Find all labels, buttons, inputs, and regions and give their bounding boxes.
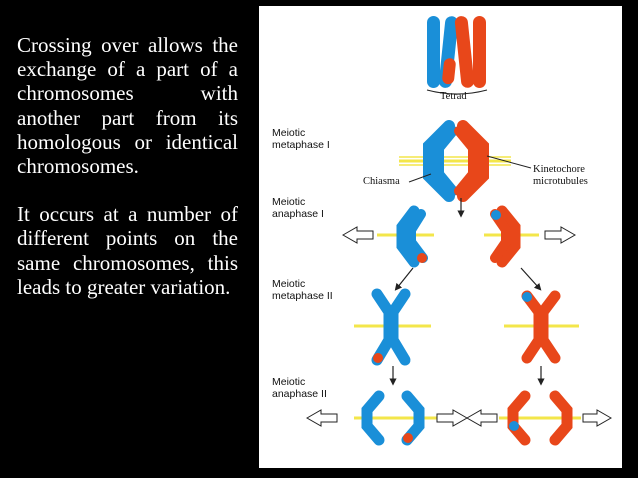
chiasma-pointer <box>408 173 432 183</box>
label-kinetochore-line1: Kinetochore <box>533 164 585 175</box>
anaphase2-left <box>354 390 439 446</box>
label-chiasma: Chiasma <box>363 176 400 187</box>
label-tetrad: Tetrad <box>440 91 467 102</box>
label-metaphase2-line2: metaphase II <box>272 290 333 302</box>
label-anaphase2-line2: anaphase II <box>272 388 327 400</box>
metaphase1-chromosomes <box>399 120 511 202</box>
arrow-right-3 <box>582 409 613 427</box>
arrow-left-3 <box>465 409 498 427</box>
label-metaphase1-line1: Meiotic <box>272 127 306 139</box>
kinetochore-pointer <box>486 155 532 169</box>
label-metaphase2-line1: Meiotic <box>272 278 306 290</box>
meiosis-diagram: Tetrad Meiotic metaphase I Chiasma Kinet… <box>259 6 622 468</box>
label-anaphase1-line1: Meiotic <box>272 196 306 208</box>
anaphase2-right <box>499 390 581 446</box>
label-anaphase1-line2: anaphase I <box>272 208 324 220</box>
paragraph-occurrence: It occurs at a number of different point… <box>17 202 238 299</box>
tetrad-bracket <box>426 89 488 95</box>
paragraph-crossing-over: Crossing over allows the exchange of a p… <box>17 33 238 179</box>
arrow-down-left <box>394 267 414 291</box>
anaphase1-left <box>377 205 434 268</box>
arrow-left-1 <box>341 226 374 244</box>
arrow-right-1 <box>544 226 577 244</box>
label-kinetochore-line2: microtubules <box>533 176 588 187</box>
tetrad-chromosomes <box>427 16 486 88</box>
label-metaphase1-line2: metaphase I <box>272 139 330 151</box>
anaphase1-right <box>484 205 539 268</box>
body-text: Crossing over allows the exchange of a p… <box>17 33 238 299</box>
arrow-left-2 <box>305 409 338 427</box>
arrow-down-right <box>520 267 542 291</box>
metaphase2-right <box>504 290 579 364</box>
label-anaphase2-line1: Meiotic <box>272 376 306 388</box>
arrow-right-2 <box>436 409 469 427</box>
diagram-graphics <box>305 16 613 446</box>
metaphase2-left <box>354 288 431 366</box>
